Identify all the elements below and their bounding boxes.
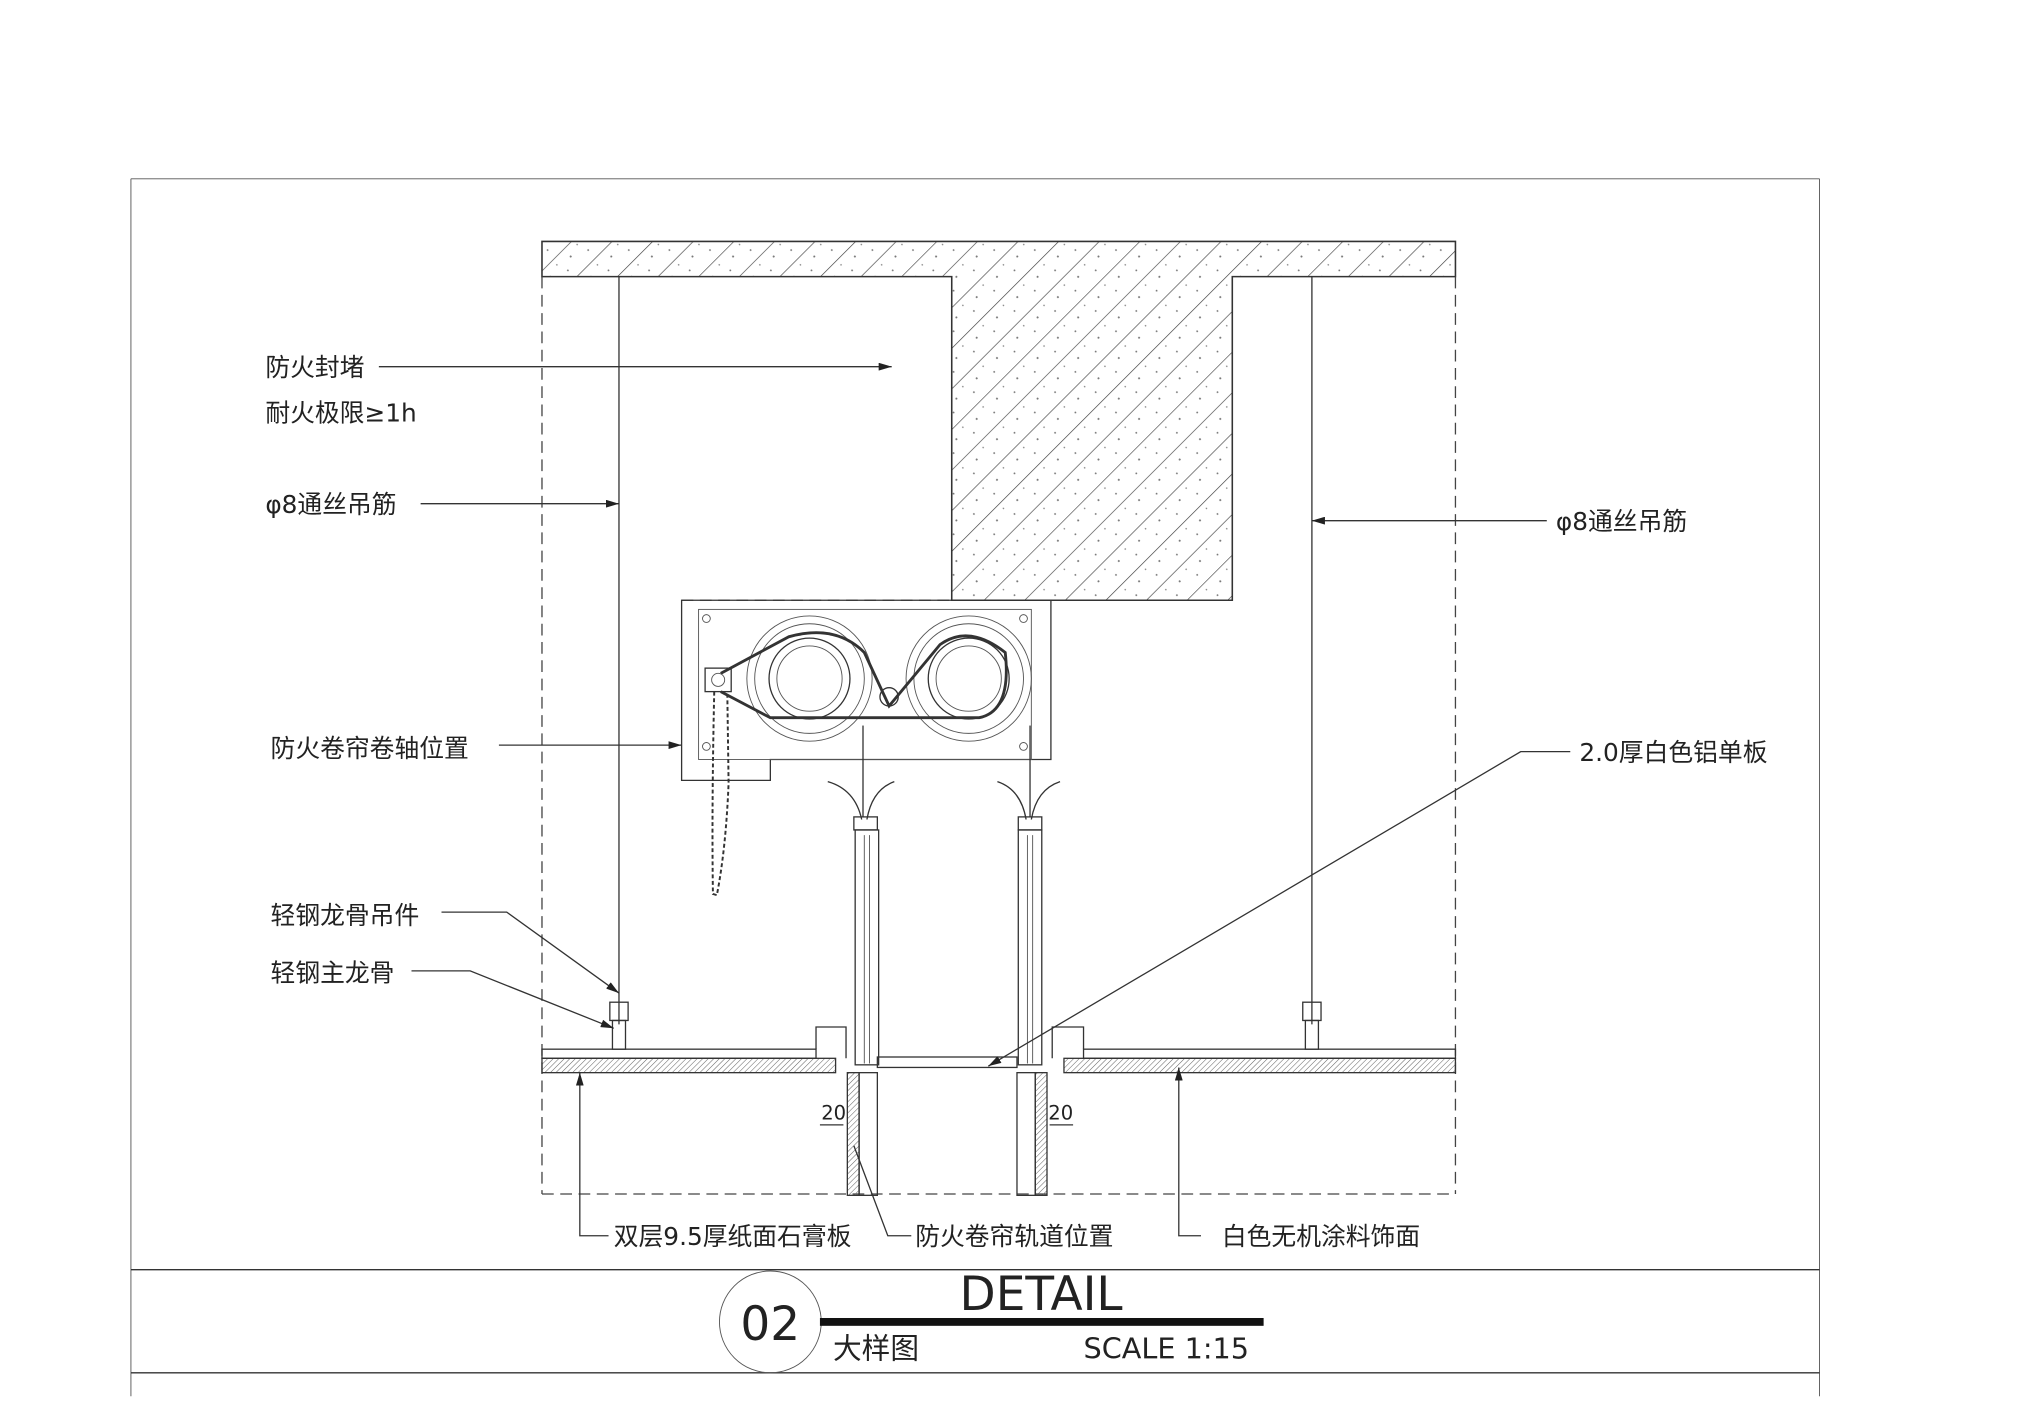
ceiling-boards <box>541 1026 1457 1074</box>
title-block: 02 DETAIL 大样图 SCALE 1:15 <box>718 1267 1264 1374</box>
aluminum-panel <box>876 1056 1018 1069</box>
label-fire-seal: 防火封堵 <box>265 353 364 382</box>
detail-number: 02 <box>740 1297 800 1352</box>
label-gypsum-board: 双层9.5厚纸面石膏板 <box>614 1222 852 1251</box>
label-hanger-rod-left: φ8通丝吊筋 <box>265 490 396 519</box>
roller-box <box>680 599 1052 897</box>
label-hanger-rod-right: φ8通丝吊筋 <box>1556 507 1687 536</box>
detail-scale: SCALE 1:15 <box>1084 1331 1250 1365</box>
label-roller-position: 防火卷帘卷轴位置 <box>271 734 469 763</box>
drive-belt <box>720 631 1008 720</box>
drawing-frame <box>130 178 1820 1397</box>
concrete-slab-beam <box>541 240 1457 602</box>
label-track-position: 防火卷帘轨道位置 <box>915 1222 1113 1251</box>
label-keel-hanger: 轻钢龙骨吊件 <box>271 901 420 930</box>
label-main-keel: 轻钢主龙骨 <box>271 958 395 987</box>
detail-subtitle: 大样图 <box>833 1331 919 1365</box>
pull-chain <box>711 691 730 897</box>
detail-title: DETAIL <box>960 1267 1123 1322</box>
drum-left <box>746 615 873 742</box>
track-columns <box>827 725 1061 1196</box>
label-paint-finish: 白色无机涂料饰面 <box>1222 1222 1420 1251</box>
dimension-left: 20 <box>821 1102 846 1125</box>
label-aluminum-panel: 2.0厚白色铝单板 <box>1579 738 1767 767</box>
label-fire-rating: 耐火极限≥1h <box>265 398 416 427</box>
leader-lines <box>378 362 1571 1237</box>
dimension-right: 20 <box>1048 1102 1073 1125</box>
